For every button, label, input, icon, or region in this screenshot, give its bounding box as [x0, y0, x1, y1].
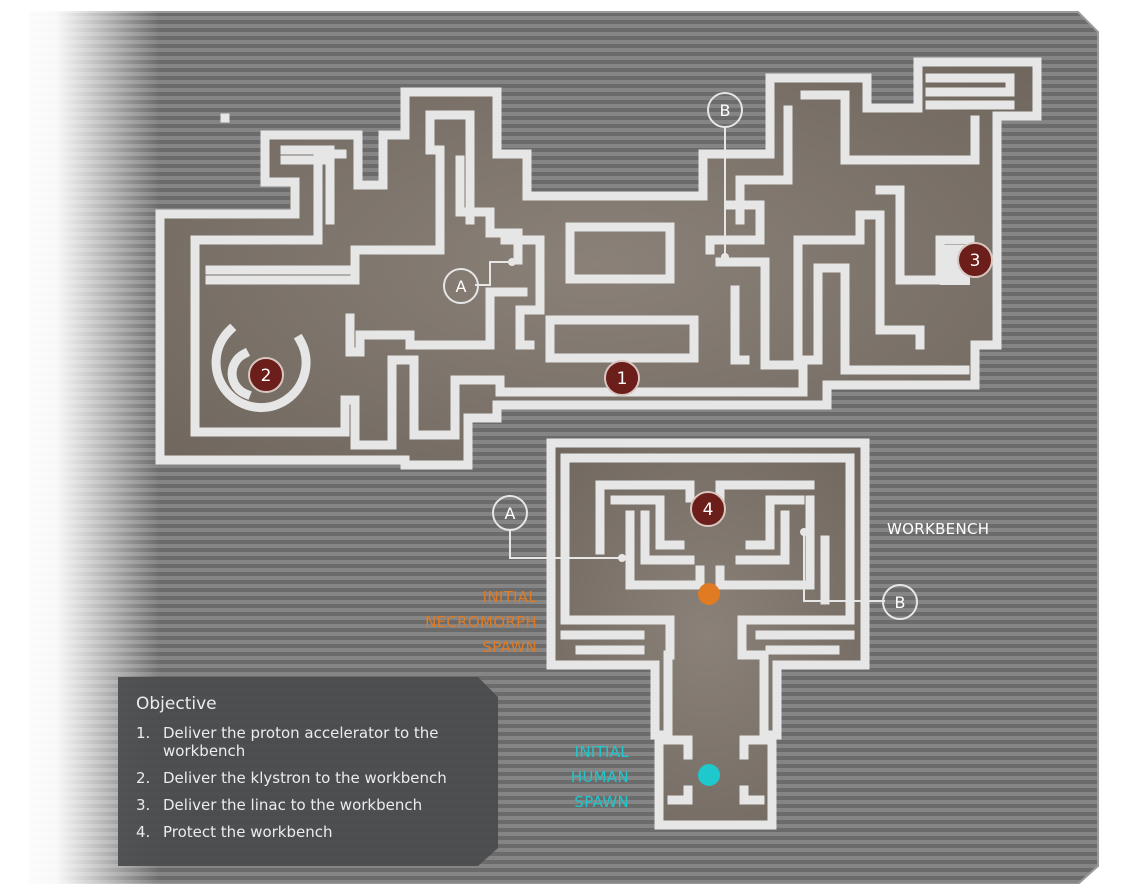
upper-inner-wall [715, 210, 925, 370]
upper-inner-wall [280, 145, 335, 165]
lower-inner-wall [560, 535, 855, 640]
circular-chamber-wall [211, 323, 311, 413]
workbench-label: WORKBENCH [887, 520, 989, 538]
upper-inner-wall [800, 90, 980, 165]
upper-inner-wall [705, 200, 765, 255]
portal-a-upper[interactable]: A [443, 268, 479, 304]
objective-marker-1[interactable]: 1 [604, 360, 640, 396]
upper-inner-wall [350, 110, 475, 275]
portal-b-upper[interactable]: B [707, 92, 743, 128]
objective-item-number: 4. [136, 823, 151, 841]
portal-connector-line [803, 532, 885, 602]
objective-marker-label: 2 [261, 366, 272, 386]
necromorph-spawn-label-line: NECROMORPH [425, 613, 537, 631]
objective-item-number: 1. [136, 724, 151, 742]
lower-inner-wall [715, 495, 815, 590]
objective-item-text: Deliver the linac to the workbench [163, 796, 423, 814]
objective-item: 1. Deliver the proton accelerator to the… [136, 724, 476, 760]
necromorph-spawn-point [698, 583, 720, 605]
objective-list: 1. Deliver the proton accelerator to the… [136, 724, 476, 850]
upper-inner-wall [205, 265, 360, 285]
objective-item-text: Deliver the proton accelerator to the wo… [163, 724, 439, 760]
objective-title: Objective [136, 694, 217, 714]
circular-chamber-wall [227, 347, 252, 400]
portal-endpoint-dot [508, 258, 516, 266]
objective-marker-layer: 1 2 3 4 [248, 242, 993, 527]
human-spawn-point [698, 764, 720, 786]
portal-endpoint-dot [618, 554, 626, 562]
portal-b-lower[interactable]: B [882, 584, 918, 620]
lower-inner-wall [663, 735, 769, 760]
upper-inner-wall [190, 235, 970, 450]
objective-item-text: Deliver the klystron to the workbench [163, 769, 447, 787]
objective-marker-2[interactable]: 2 [248, 357, 284, 393]
necromorph-spawn-label-line: INITIAL [483, 588, 538, 606]
portal-label: B [895, 593, 906, 612]
human-spawn-label-line: HUMAN [571, 768, 629, 786]
objective-panel-bg [0, 660, 498, 884]
objective-item: 2. Deliver the klystron to the workbench [136, 769, 476, 787]
upper-inner-wall [500, 235, 545, 350]
objective-item-number: 2. [136, 769, 151, 787]
objective-marker-3[interactable]: 3 [957, 242, 993, 278]
objective-item: 4. Protect the workbench [136, 823, 476, 841]
portal-endpoints [508, 253, 808, 562]
upper-inner-wall [875, 185, 975, 285]
portal-label: A [456, 277, 467, 296]
spawn-layer [698, 583, 720, 786]
portal-endpoint-dot [800, 528, 808, 536]
portal-label: B [720, 101, 731, 120]
necromorph-spawn-label-line: SPAWN [482, 638, 537, 656]
portal-connector-layer [475, 127, 885, 602]
portal-label: A [505, 504, 516, 523]
upper-room-block [565, 222, 675, 284]
lower-inner-wall [640, 510, 790, 565]
upper-complex-floor [158, 60, 1040, 468]
upper-inner-wall [735, 105, 793, 225]
objective-item-text: Protect the workbench [163, 823, 333, 841]
lower-outer-wall [546, 438, 870, 830]
human-spawn-label-line: INITIAL [575, 743, 630, 761]
lower-inner-wall [625, 510, 705, 590]
lower-inner-wall [560, 453, 675, 745]
lower-inner-wall [610, 495, 805, 550]
lower-inner-wall [560, 453, 855, 745]
objective-marker-label: 3 [970, 251, 981, 271]
map-labels: WORKBENCH INITIAL NECROMORPH SPAWN INITI… [425, 520, 989, 811]
lower-inner-wall [667, 785, 765, 805]
upper-inner-wall [925, 73, 1015, 110]
objective-marker-label: 1 [617, 369, 628, 389]
lower-inner-wall [595, 480, 815, 503]
objective-marker-4[interactable]: 4 [690, 491, 726, 527]
portal-connector-line [475, 261, 512, 286]
objective-marker-label: 4 [703, 500, 714, 520]
wall-layer [155, 57, 1042, 830]
upper-inner-wall [730, 285, 750, 365]
human-spawn-label-line: SPAWN [574, 793, 629, 811]
portal-endpoint-dot [721, 253, 729, 261]
upper-inner-wall [345, 287, 528, 357]
portal-connector-line [509, 530, 622, 559]
objective-item: 3. Deliver the linac to the workbench [136, 796, 476, 814]
portal-a-lower[interactable]: A [492, 495, 528, 531]
upper-outer-wall [155, 57, 1042, 470]
portal-layer: A B A B [443, 92, 918, 620]
objective-item-number: 3. [136, 796, 151, 814]
upper-room-block [545, 315, 699, 363]
